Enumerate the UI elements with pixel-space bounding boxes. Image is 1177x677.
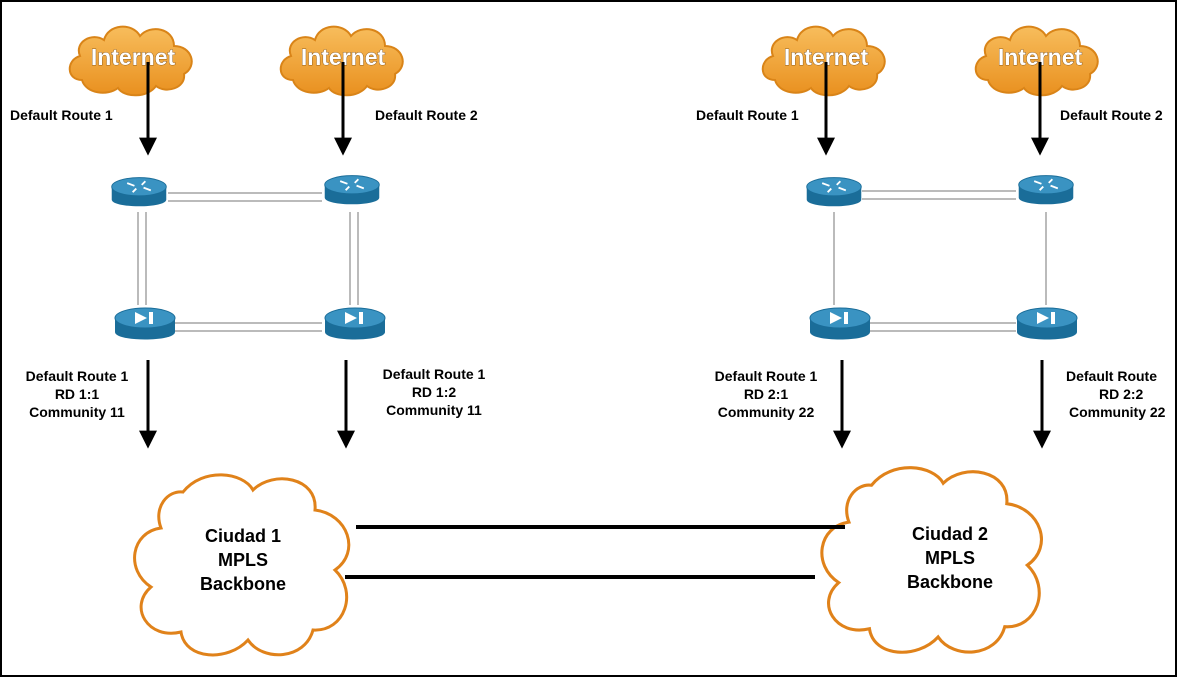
vpn-route-rd: RD 1:2 [412,384,457,400]
pe-device-icon [1016,307,1078,340]
internet-cloud-icon: Internet [68,25,193,97]
vpn-route-community: Community 11 [386,402,482,418]
vpn-route-label-group: Default Route RD 2:2 Community 22 [1066,368,1166,420]
router-icon [323,174,381,206]
backbone-label-line3: Backbone [200,574,286,594]
vpn-route-community: Community 22 [1069,404,1166,420]
mpls-backbone-cloud: Ciudad 2 MPLS Backbone [820,466,1044,654]
site-1: Internet Internet Default Route 1 Defaul… [10,25,486,657]
router-icon [110,176,168,208]
vpn-route-community: Community 11 [29,404,125,420]
vpn-route-name: Default Route 1 [715,368,818,384]
backbone-label-line1: Ciudad 2 [912,524,988,544]
backbone-label-line3: Backbone [907,572,993,592]
device-links [137,192,359,332]
default-route-label: Default Route 2 [1060,107,1163,123]
default-route-label: Default Route 2 [375,107,478,123]
vpn-route-label-group: Default Route 1 RD 1:1 Community 11 [26,368,129,420]
vpn-route-rd: RD 2:2 [1099,386,1144,402]
vpn-route-label-group: Default Route 1 RD 1:2 Community 11 [383,366,486,418]
vpn-route-rd: RD 2:1 [744,386,789,402]
pe-device-icon [809,307,871,340]
vpn-route-community: Community 22 [718,404,815,420]
vpn-route-rd: RD 1:1 [55,386,100,402]
vpn-route-label-group: Default Route 1 RD 2:1 Community 22 [715,368,818,420]
site-2: Internet Internet Default Route 1 Defaul… [696,25,1166,654]
pe-device-icon [324,307,386,340]
pe-device-icon [114,307,176,340]
router-icon [805,176,863,208]
router-icon [1017,174,1075,206]
internet-label: Internet [91,44,176,70]
default-route-label: Default Route 1 [10,107,113,123]
vpn-route-name: Default Route [1066,368,1157,384]
vpn-route-name: Default Route 1 [383,366,486,382]
backbone-label-line1: Ciudad 1 [205,526,281,546]
default-route-label: Default Route 1 [696,107,799,123]
mpls-backbone-cloud: Ciudad 1 MPLS Backbone [133,473,351,657]
device-links [833,190,1047,332]
backbone-label-line2: MPLS [925,548,975,568]
backbone-label-line2: MPLS [218,550,268,570]
internet-cloud-icon: Internet [761,25,886,97]
vpn-route-name: Default Route 1 [26,368,129,384]
internet-cloud-icon: Internet [974,25,1099,97]
